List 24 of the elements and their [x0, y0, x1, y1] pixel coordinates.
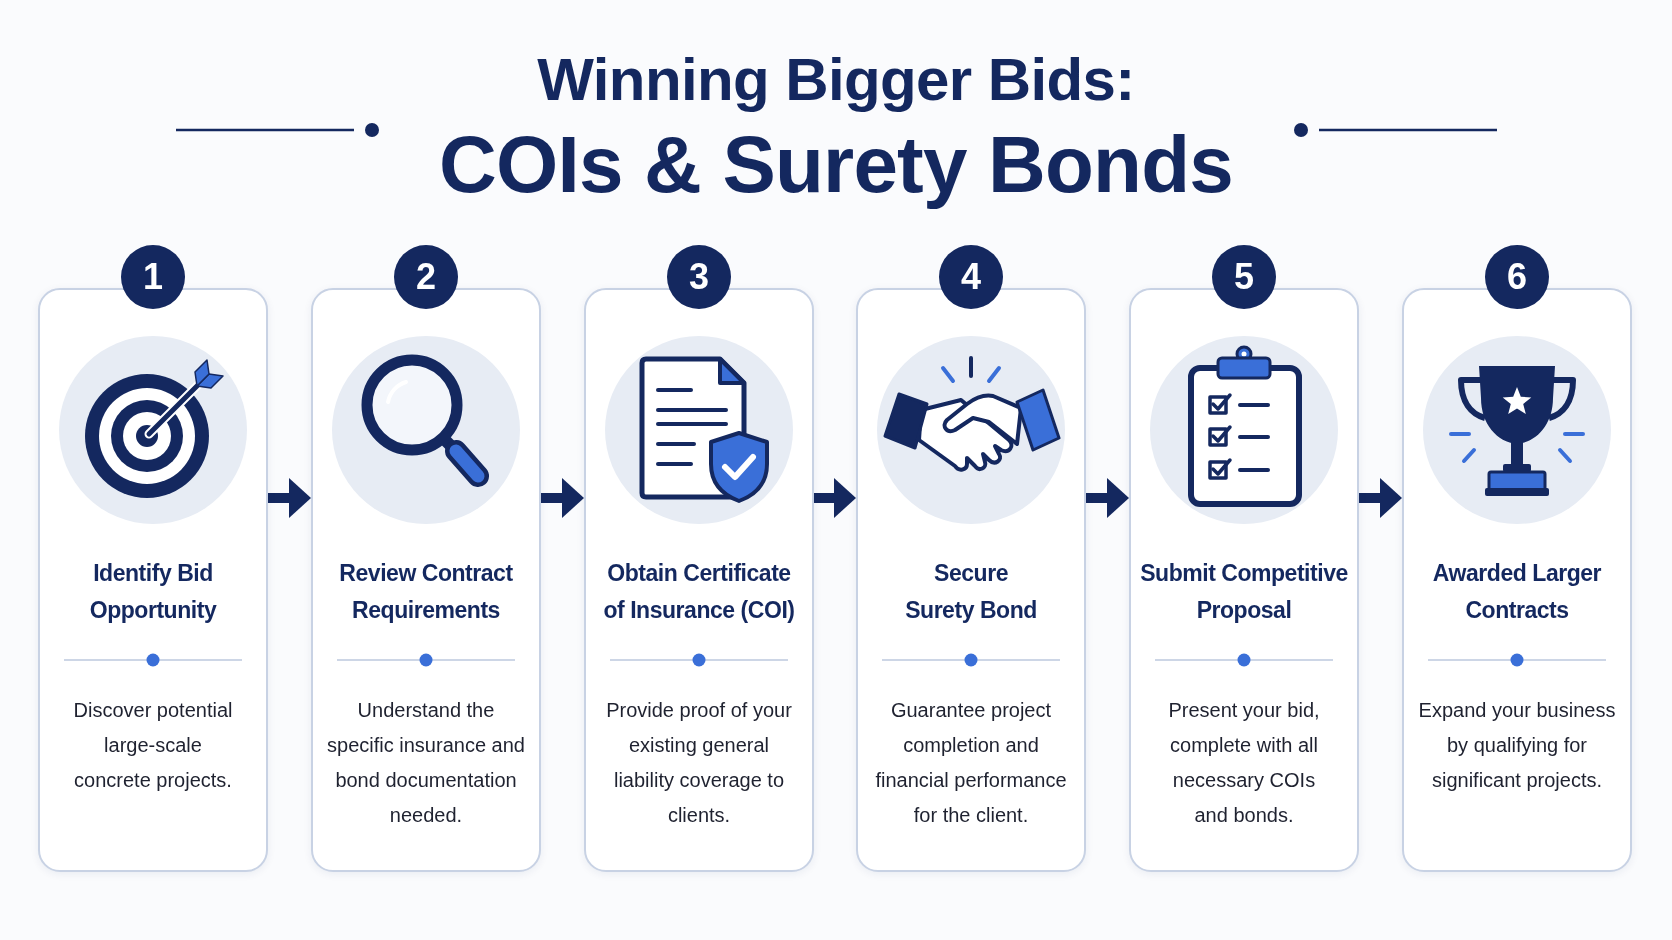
step-number: 1 — [121, 245, 185, 309]
step-title: Identify Bid Opportunity — [88, 559, 218, 625]
arrow — [1086, 478, 1129, 518]
step-description: Expand your business by qualifying for significant projects. — [1417, 698, 1617, 793]
step-description: Present your bid, complete with all necessary COIs and bonds. — [1167, 698, 1321, 828]
title: Winning Bigger Bids: COIs & Surety Bonds — [439, 45, 1233, 210]
step-number: 5 — [1212, 245, 1276, 309]
step-title: Review Contract Requirements — [338, 559, 514, 625]
step-title: Awarded Larger Contracts — [1431, 559, 1603, 625]
step-number: 6 — [1485, 245, 1549, 309]
step-title: Secure Surety Bond — [904, 559, 1038, 625]
step-number: 2 — [394, 245, 458, 309]
step-title: Obtain Certificate of Insurance (COI) — [602, 559, 796, 625]
arrow — [1359, 478, 1402, 518]
step-number: 3 — [667, 245, 731, 309]
step-description: Provide proof of your existing general liability coverage to clients. — [605, 698, 793, 828]
step-description: Understand the specific insurance and bond documentation needed. — [326, 698, 526, 828]
step-title: Submit Competitive Proposal — [1139, 559, 1349, 625]
step-description: Discover potential large-scale concrete projects. — [72, 698, 234, 793]
arrow — [268, 478, 311, 518]
arrow — [541, 478, 584, 518]
step-number: 4 — [939, 245, 1003, 309]
arrow — [814, 478, 856, 518]
step-description: Guarantee project completion and financial performance for the client. — [874, 698, 1068, 828]
